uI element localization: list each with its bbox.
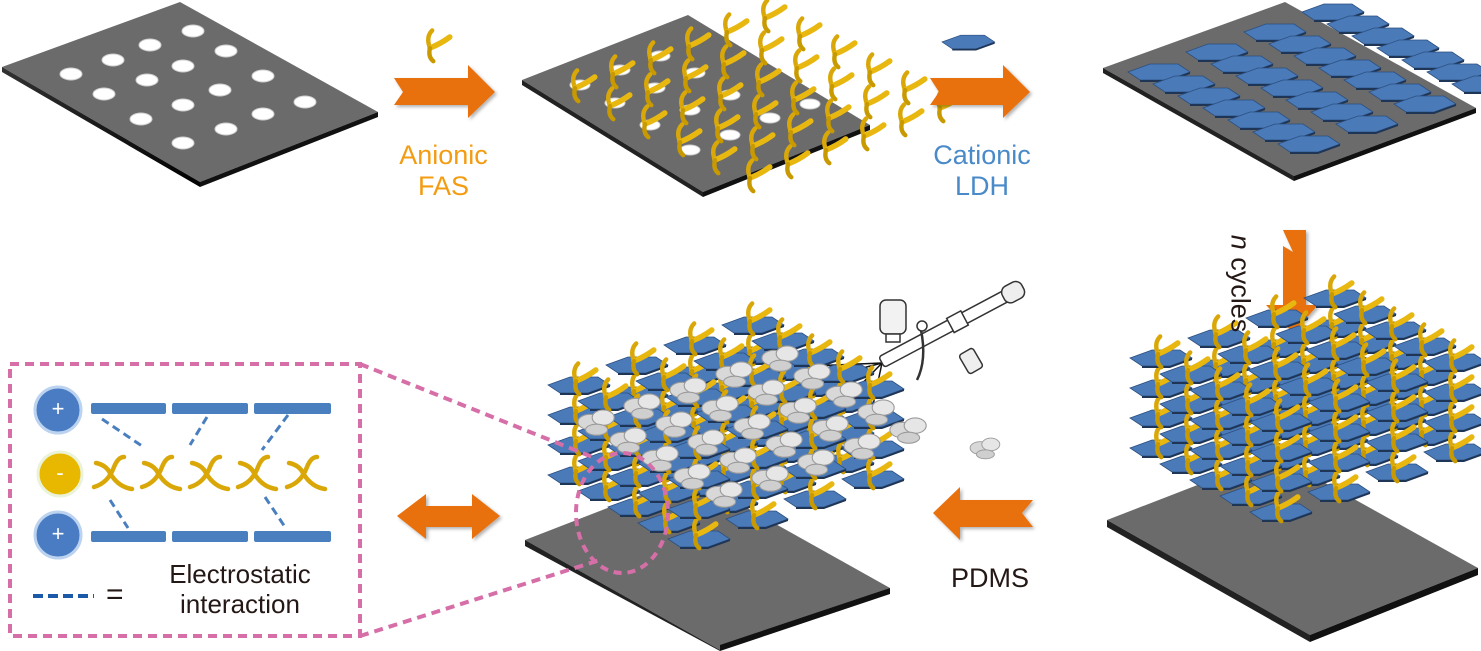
- ldh-plate-icon: [941, 34, 996, 51]
- pdms-text: PDMS: [950, 563, 1029, 593]
- fas-molecule-icon: [428, 30, 450, 61]
- cationic-label: Cationic: [933, 140, 1031, 170]
- arrow-right-1: [394, 65, 495, 118]
- fas-molecule: [833, 36, 855, 67]
- multilayer-stack: [1107, 276, 1481, 642]
- legend-line1: Electrostatic: [169, 559, 311, 589]
- legend-equals: =: [106, 578, 124, 611]
- arrow-down: [1266, 230, 1318, 333]
- positive-ion-bottom: [33, 510, 83, 560]
- fas-molecule: [868, 54, 890, 85]
- plus-sign-bottom: +: [51, 521, 65, 546]
- pdms-label: PDMS: [935, 563, 1045, 594]
- n-cycles-label: n cycles: [1224, 224, 1256, 344]
- inset-box: [8, 362, 601, 638]
- legend-text: Electrostatic interaction: [140, 559, 340, 620]
- fas-molecule: [830, 68, 852, 99]
- ldh-bars-top: [91, 403, 331, 414]
- positive-ion-top: [33, 385, 83, 435]
- arrow-right-2: [930, 65, 1030, 118]
- fas-molecule: [760, 32, 782, 63]
- substrate-pores: [59, 24, 317, 150]
- magnify-circle: [574, 451, 670, 575]
- inset-fas-molecules: [91, 454, 328, 492]
- double-arrow: [397, 494, 500, 539]
- cycles-text: cycles: [1225, 249, 1256, 333]
- fas-molecule: [865, 86, 887, 117]
- fas-molecule: [903, 72, 925, 103]
- plus-sign-top: +: [51, 396, 65, 421]
- legend-line2: interaction: [180, 588, 300, 619]
- ldh-substrate: [1103, 2, 1481, 181]
- fas-molecule: [763, 0, 785, 31]
- pdms-coated-stack: [525, 303, 927, 651]
- fas-label: FAS: [417, 171, 470, 202]
- pdms-molecule-icon: [969, 437, 1001, 460]
- bare-substrate: [2, 2, 378, 187]
- negative-ion: [36, 450, 84, 498]
- fas-molecule: [862, 118, 884, 149]
- cationic-ldh-label: Cationic LDH: [912, 140, 1052, 202]
- electrostatic-lines: [101, 414, 290, 529]
- fas-molecule: [900, 104, 922, 135]
- arrow-left: [933, 487, 1033, 540]
- anionic-label: Anionic: [399, 140, 488, 170]
- anionic-fas-label: Anionic FAS: [376, 140, 511, 202]
- fas-molecule: [725, 14, 747, 45]
- minus-sign: -: [56, 460, 64, 485]
- fas-molecule: [798, 18, 820, 49]
- n-variable: n: [1225, 234, 1256, 250]
- ldh-bars-bottom: [91, 531, 331, 542]
- fas-molecule: [795, 50, 817, 81]
- fas-substrate: [522, 0, 960, 197]
- ldh-label: LDH: [954, 171, 1009, 202]
